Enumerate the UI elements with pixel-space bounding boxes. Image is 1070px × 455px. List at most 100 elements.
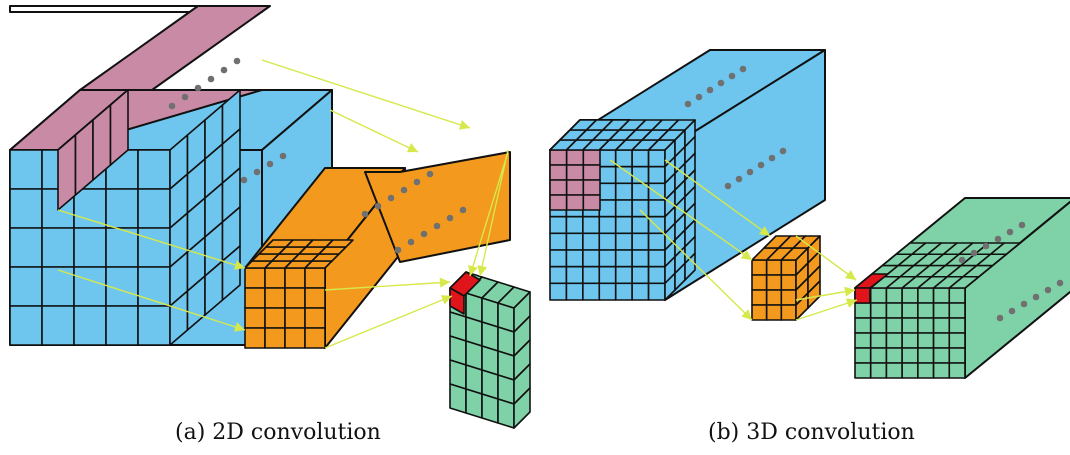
ellipsis-dot xyxy=(394,246,402,254)
arrow-b-3 xyxy=(639,209,753,321)
kernel-volume xyxy=(244,151,511,349)
input-front-grid-cell xyxy=(73,227,107,268)
ellipsis-dot xyxy=(757,161,765,169)
arrow-a-4 xyxy=(57,269,246,332)
arrow-a-8 xyxy=(477,149,509,277)
input-top-grid xyxy=(57,89,129,211)
output3d-front-grid-cell xyxy=(854,302,872,319)
ellipsis-dot xyxy=(746,168,754,176)
input3d-front-grid-cell xyxy=(614,265,633,285)
input-front-grid-cell xyxy=(105,188,139,229)
output3d-front-grid-cell xyxy=(901,317,919,334)
input-side-grid-cell xyxy=(221,245,241,301)
input3d-receptive-front-cell xyxy=(549,179,568,196)
input3d-receptive-front-cell xyxy=(549,194,568,211)
input3d-top-dots xyxy=(684,65,747,108)
output3d-front-grid-cell xyxy=(917,287,935,304)
input3d-receptive-front-cell xyxy=(565,194,585,211)
arrow-a-7-head xyxy=(468,264,478,276)
output3d-front-grid-cell xyxy=(869,302,888,319)
output3d-front-grid-cell xyxy=(948,347,966,364)
arrow-a-3 xyxy=(57,209,246,270)
input-side-grid xyxy=(169,89,241,346)
arrow-a-5 xyxy=(324,277,451,291)
output3d-front-grid-cell xyxy=(885,287,903,304)
output3d-front-grid-cell xyxy=(917,302,935,319)
input3d-front-grid-cell xyxy=(631,282,650,301)
input3d-front-grid-cell xyxy=(598,249,617,268)
output3d-top-grid-cell xyxy=(989,242,1021,256)
output3d-front-grid-cell xyxy=(901,302,919,319)
output-2d-side-grid xyxy=(513,291,531,429)
arrow-b-5 xyxy=(795,286,856,301)
output-map-2d xyxy=(449,271,531,429)
ellipsis-dot xyxy=(279,152,287,160)
input3d-front-grid-cell xyxy=(647,265,666,285)
output3d-front-grid-cell xyxy=(885,362,903,379)
output3d-front-grid-cell xyxy=(901,362,919,379)
input3d-top-grid xyxy=(549,119,696,151)
input3d-front-grid-cell xyxy=(598,182,617,201)
ellipsis-dot xyxy=(220,66,228,74)
input-top-dots xyxy=(168,57,241,110)
kernel3d-front-grid-cell xyxy=(780,259,797,276)
input-top-grid-cell xyxy=(109,89,129,166)
ellipsis-dot xyxy=(1008,307,1016,315)
ellipsis-dot xyxy=(735,175,743,183)
output-volume-3d xyxy=(854,197,1070,379)
arrow-a-7 xyxy=(468,151,509,277)
input3d-front-grid-cell xyxy=(565,215,584,235)
output-2d-front-grid-cell xyxy=(465,388,483,419)
kernel-volume-tail xyxy=(364,151,511,263)
arrow-b-6-shaft xyxy=(795,299,858,321)
input3d-front-grid-cell xyxy=(565,265,584,285)
kernel-front-grid-cell xyxy=(304,307,326,329)
kernel3d-front-grid-cell xyxy=(751,304,768,321)
input-front-grid-cell xyxy=(41,227,75,268)
kernel3d-front-grid-cell xyxy=(780,304,797,321)
arrow-b-4-head xyxy=(844,270,856,280)
arrow-b-6-head xyxy=(845,298,857,308)
input-front-grid-cell xyxy=(41,305,75,346)
kernel-front-grid-cell xyxy=(304,327,326,349)
ellipsis-dot xyxy=(413,178,421,186)
arrow-a-1 xyxy=(261,59,471,130)
output3d-front-grid-cell xyxy=(917,317,935,334)
ellipsis-dot xyxy=(994,235,1002,243)
ellipsis-dot xyxy=(240,176,248,184)
input-front-grid-cell xyxy=(73,188,107,229)
ellipsis-dot xyxy=(1006,228,1014,236)
arrow-a-4-shaft xyxy=(57,269,246,331)
input-front-grid-cell xyxy=(41,266,75,307)
input-front-grid-cell xyxy=(9,305,43,346)
ellipsis-dot xyxy=(1056,279,1064,287)
kernel-front-grid-cell xyxy=(284,267,306,289)
input-front-grid-cell xyxy=(137,305,171,346)
caption-3d-convolution: (b) 3D convolution xyxy=(708,420,915,445)
input3d-front-grid-cell xyxy=(614,215,633,235)
ellipsis-dot xyxy=(253,168,261,176)
ellipsis-dot xyxy=(207,75,215,83)
input3d-side-grid-cell xyxy=(684,252,696,281)
kernel3d-front-grid-cell xyxy=(780,274,797,291)
output3d-front-grid-cell xyxy=(885,332,903,349)
input3d-receptive-front xyxy=(549,149,601,211)
panel-3d-convolution xyxy=(549,49,826,301)
ellipsis-dot xyxy=(1018,221,1026,229)
arrow-a-2-head xyxy=(406,143,418,153)
output3d-side-dots xyxy=(996,279,1064,322)
kernel-front-grid-cell xyxy=(264,287,286,309)
output-2d-active-cell-front xyxy=(449,287,465,315)
ellipsis-dot xyxy=(420,230,428,238)
ellipsis-dot xyxy=(194,84,202,92)
input3d-front-grid-cell xyxy=(647,165,666,185)
input3d-front-grid-cell xyxy=(598,215,617,235)
ellipsis-dot xyxy=(996,314,1004,322)
arrow-b-1-head xyxy=(758,226,770,236)
output-2d-front-grid-cell xyxy=(481,393,499,424)
ellipsis-dot xyxy=(1020,300,1028,308)
input3d-front-grid-cell xyxy=(549,249,568,268)
output3d-front-grid-cell xyxy=(869,347,888,364)
input-front-grid-cell xyxy=(105,305,139,346)
input-front-grid-cell xyxy=(137,149,171,190)
